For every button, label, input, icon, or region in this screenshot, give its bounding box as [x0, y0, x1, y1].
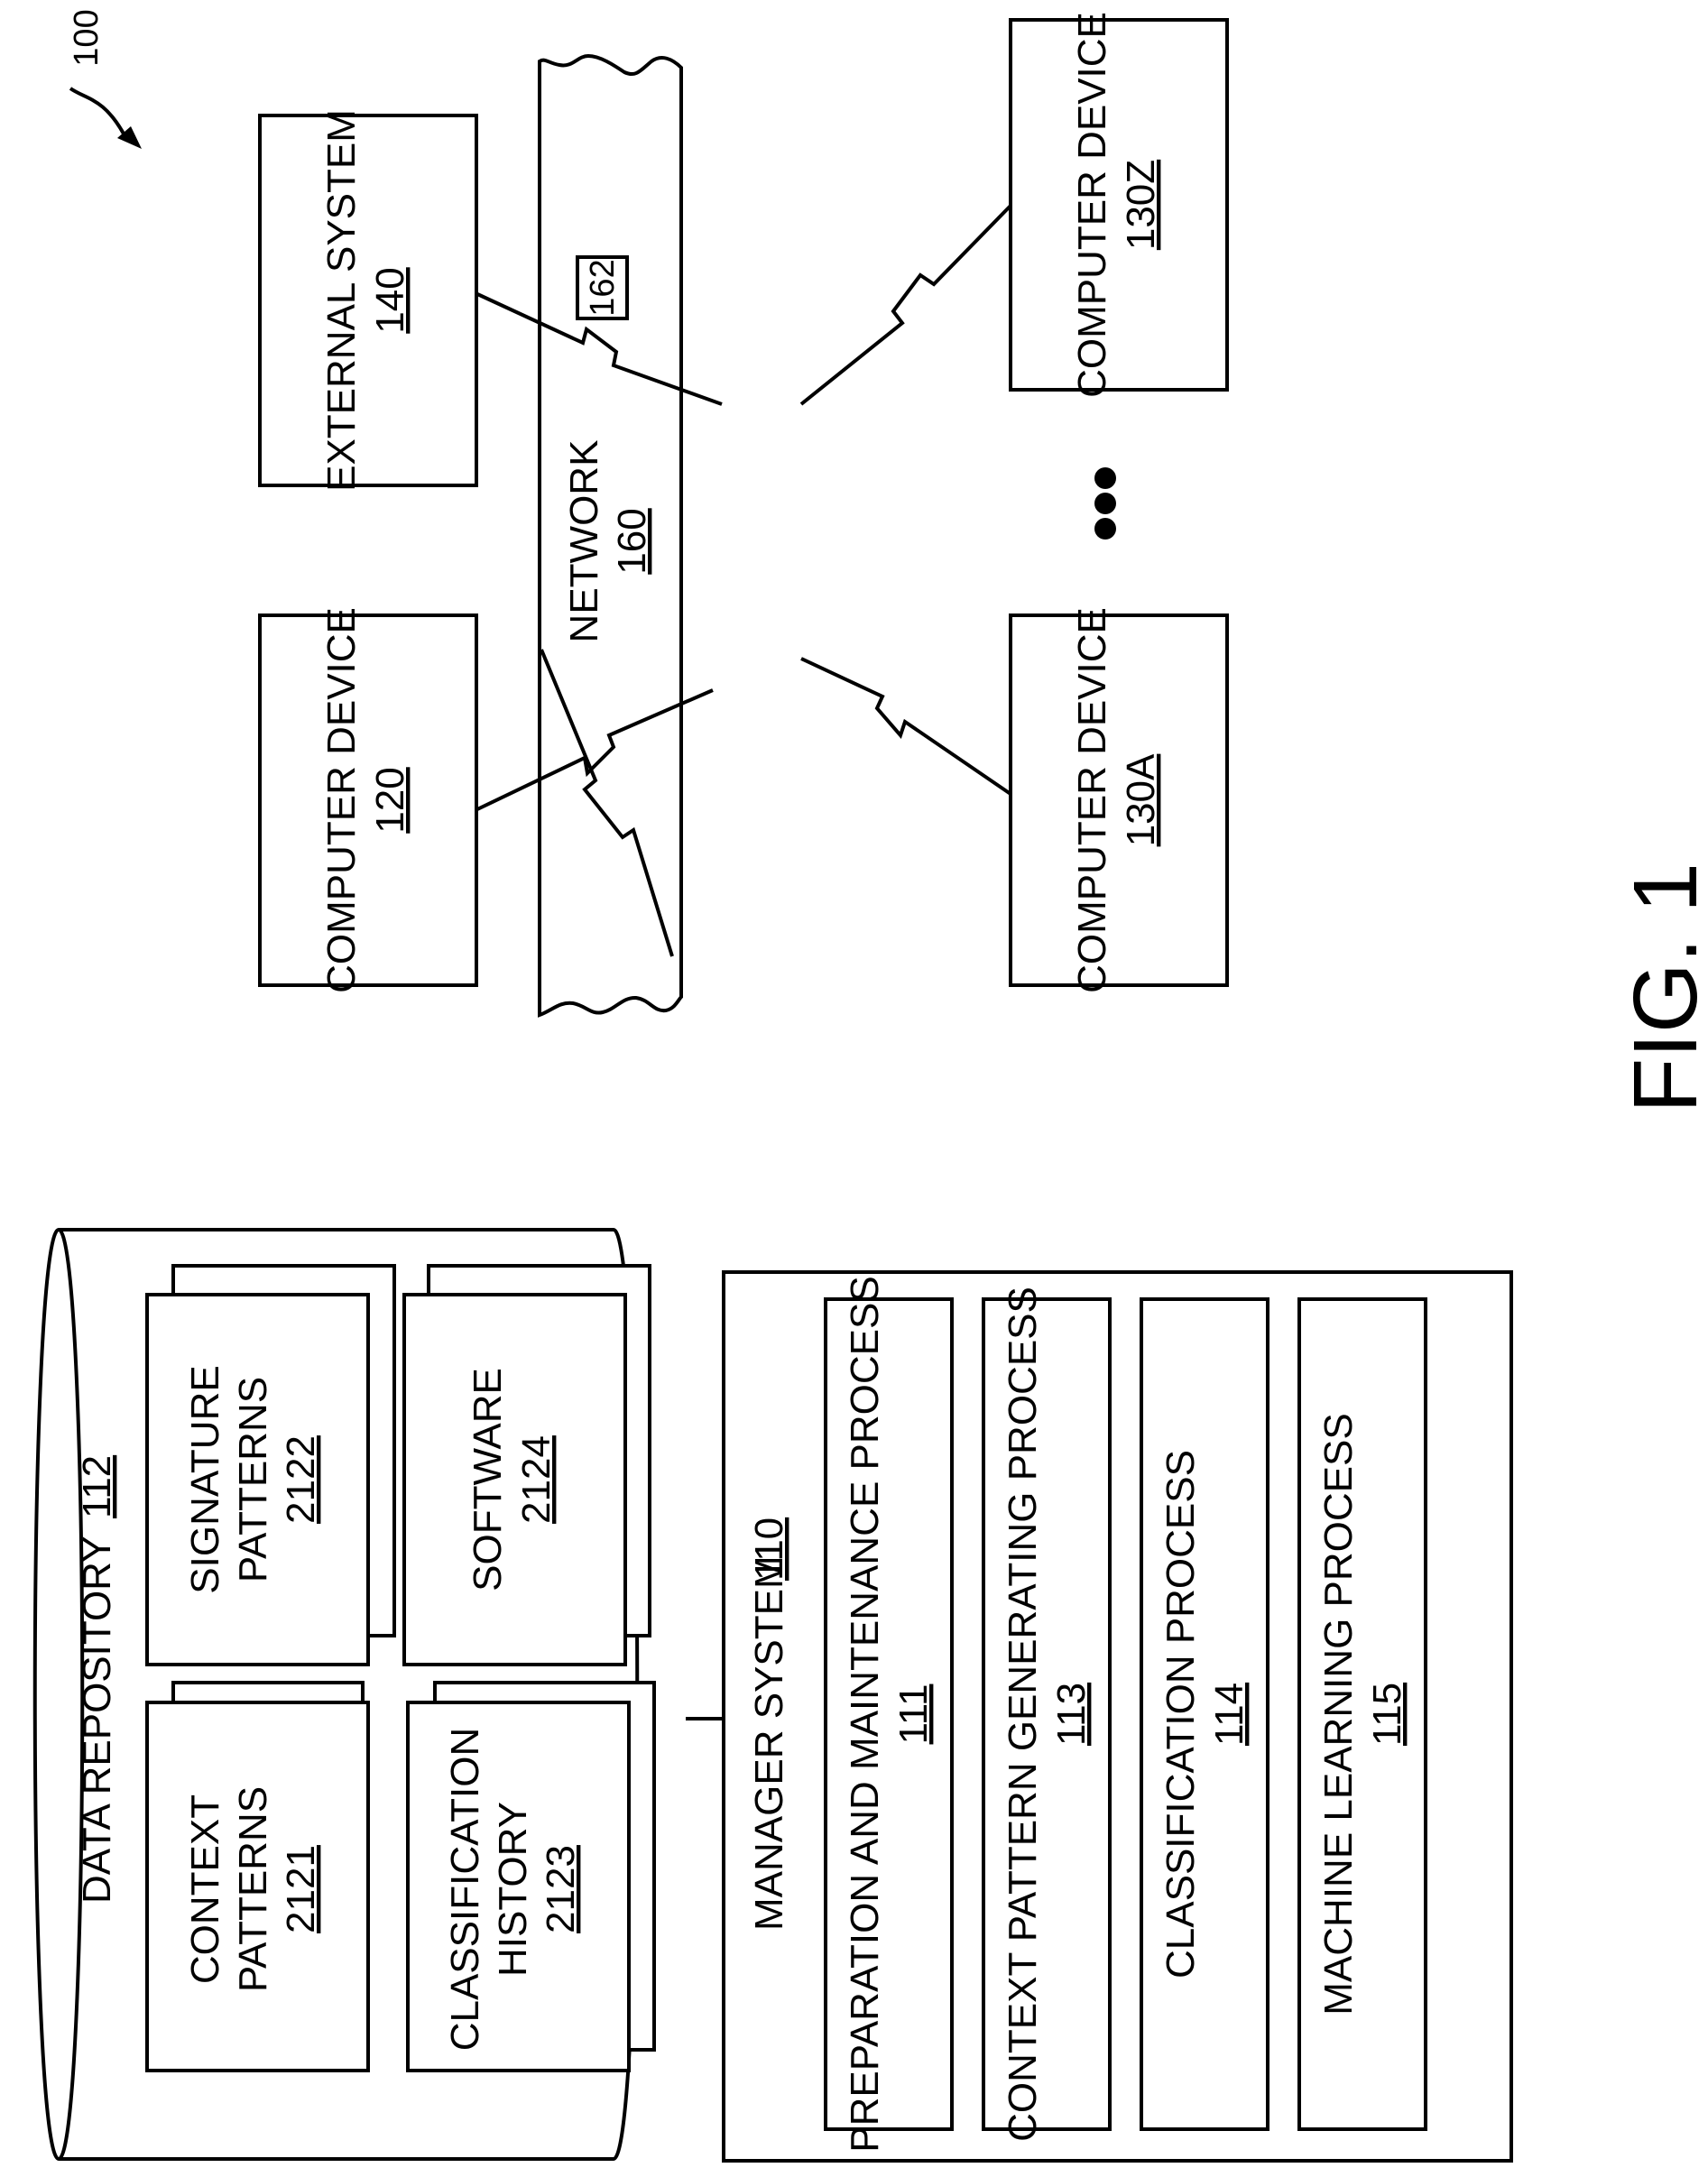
figure-caption: FIG. 1 [1615, 862, 1708, 1113]
process-ref-114: 114 [1207, 1683, 1251, 1746]
computer-device-130a: COMPUTER DEVICE 130A [1011, 607, 1227, 993]
computer-device-130a-label: COMPUTER DEVICE [1070, 607, 1114, 993]
classification-history-line-2: HISTORY [491, 1802, 535, 1977]
process-label-111: PREPARATION AND MAINTENANCE PROCESS [843, 1276, 887, 2152]
network-component-ref: 162 [584, 259, 622, 316]
process-label-114: CLASSIFICATION PROCESS [1159, 1450, 1203, 1979]
data-repository: DATA REPOSITORY 112 CONTEXT PATTERNS 212… [35, 1230, 654, 2159]
process-ref-111: 111 [891, 1684, 936, 1745]
data-repository-ref: 112 [75, 1455, 119, 1518]
context-patterns-ref: 2121 [279, 1845, 323, 1933]
figure-ref-number: 100 [68, 9, 106, 66]
ellipsis-icon [1094, 467, 1116, 540]
computer-device-130z-label: COMPUTER DEVICE [1070, 12, 1114, 398]
manager-system-ref: 110 [747, 1517, 791, 1581]
link-device130z-network [801, 206, 1011, 404]
computer-device-120: COMPUTER DEVICE 120 [260, 607, 476, 993]
link-device130a-network [801, 659, 1011, 794]
classification-history-ref: 2123 [539, 1845, 583, 1933]
classification-history-line-1: CLASSIFICATION [443, 1728, 487, 2052]
signature-patterns-line-2: PATTERNS [231, 1377, 275, 1582]
process-label-113: CONTEXT PATTERN GENERATING PROCESS [1001, 1287, 1045, 2142]
figure-reference: 100 [68, 9, 142, 149]
computer-device-130z-ref: 130Z [1119, 160, 1163, 250]
computer-device-120-ref: 120 [368, 767, 412, 833]
software-label: SOFTWARE [466, 1368, 510, 1591]
manager-system-title: MANAGER SYSTEM [747, 1555, 791, 1931]
computer-device-120-label: COMPUTER DEVICE [319, 607, 364, 993]
computer-device-130z: COMPUTER DEVICE 130Z [1011, 12, 1227, 398]
process-ref-115: 115 [1365, 1683, 1409, 1746]
external-system-ref: 140 [368, 267, 412, 333]
context-patterns-line-1: CONTEXT [183, 1794, 227, 1984]
network: NETWORK 160 162 [540, 56, 681, 1015]
process-label-115: MACHINE LEARNING PROCESS [1316, 1413, 1361, 2015]
computer-device-130a-ref: 130A [1119, 753, 1163, 846]
external-system-label: EXTERNAL SYSTEM [319, 109, 364, 492]
network-ref: 160 [610, 508, 654, 574]
network-label: NETWORK [562, 440, 606, 643]
signature-patterns-ref: 2122 [279, 1435, 323, 1524]
manager-system: MANAGER SYSTEM 110 PREPARATION AND MAINT… [724, 1272, 1511, 2161]
external-system: EXTERNAL SYSTEM 140 [260, 109, 476, 492]
context-patterns-line-2: PATTERNS [231, 1786, 275, 1992]
data-repository-title: DATA REPOSITORY [75, 1536, 119, 1904]
signature-patterns-line-1: SIGNATURE [183, 1365, 227, 1593]
process-ref-113: 113 [1049, 1683, 1094, 1746]
software-ref: 2124 [514, 1435, 559, 1524]
figure-ref-arrow [70, 88, 125, 135]
